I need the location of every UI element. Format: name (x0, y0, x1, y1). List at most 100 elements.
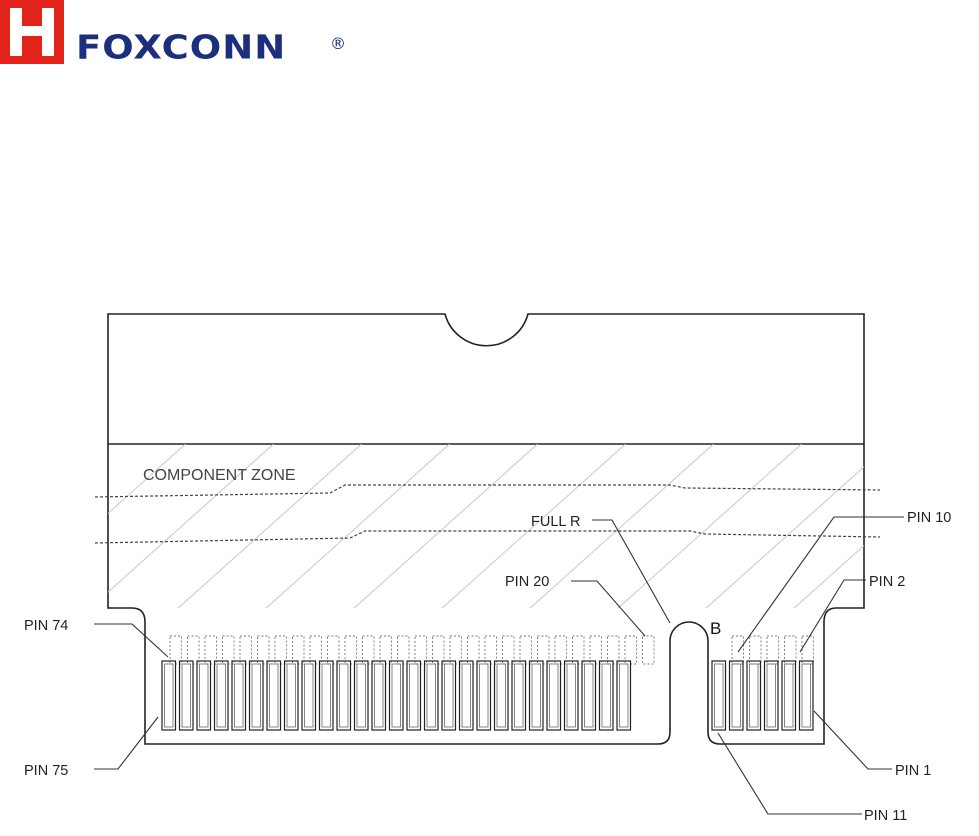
bottom-contact-inner (340, 664, 349, 727)
bottom-contact-inner (427, 664, 436, 727)
bottom-contact-inner (462, 664, 471, 727)
brand-name: FOXCONN (76, 28, 286, 67)
top-contact-pad (450, 636, 462, 664)
top-contact-pad (223, 636, 235, 664)
top-contact-pad (293, 636, 305, 664)
bottom-contact-pad (800, 661, 814, 730)
bottom-contact-inner (270, 664, 279, 727)
top-contact-pad (555, 636, 567, 664)
top-contact-pad (732, 636, 744, 664)
bottom-contact-pad (765, 661, 779, 730)
callout-pin-75: PIN 75 (24, 763, 68, 779)
top-contact-pad (520, 636, 532, 664)
bottom-contact-inner (445, 664, 454, 727)
bottom-contact-pad (355, 661, 369, 730)
bottom-contact-pad (477, 661, 491, 730)
top-contact-pad (240, 636, 252, 664)
top-contact-pad (750, 636, 762, 664)
bottom-contact-inner (322, 664, 331, 727)
hatch-line (88, 440, 278, 610)
bottom-contact-inner (200, 664, 209, 727)
callout-pin-2: PIN 2 (869, 574, 905, 590)
bottom-contact-pad (250, 661, 264, 730)
top-contact-pad (643, 636, 655, 664)
edge-contacts (162, 636, 814, 730)
hatch-line (176, 440, 366, 610)
bottom-contact-pad (530, 661, 544, 730)
bottom-contact-inner (392, 664, 401, 727)
bottom-contact-pad (617, 661, 631, 730)
top-contact-pad (310, 636, 322, 664)
bottom-contact-pad (600, 661, 614, 730)
bottom-contact-inner (287, 664, 296, 727)
bottom-contact-inner (252, 664, 261, 727)
callout-pin-10: PIN 10 (907, 510, 951, 526)
bottom-contact-pad (747, 661, 761, 730)
top-contact-pad (170, 636, 182, 664)
callout-pin-11: PIN 11 (864, 808, 907, 824)
bottom-contact-inner (785, 664, 794, 727)
bottom-contact-pad (495, 661, 509, 730)
bottom-contact-inner (802, 664, 811, 727)
bottom-contact-inner (715, 664, 724, 727)
hatch-line (0, 440, 190, 610)
top-contact-pad (275, 636, 287, 664)
bottom-contact-pad (442, 661, 456, 730)
bottom-contact-pad (730, 661, 744, 730)
registered-mark: ® (330, 34, 346, 53)
foxconn-logo: FOXCONN ® (0, 0, 360, 72)
bottom-contact-pad (547, 661, 561, 730)
callout-pin-1: PIN 1 (895, 763, 931, 779)
top-contact-pad (380, 636, 392, 664)
top-contact-pad (398, 636, 410, 664)
top-contact-pad (608, 636, 620, 664)
bottom-contact-inner (585, 664, 594, 727)
bottom-contact-pad (565, 661, 579, 730)
callout-pin-20: PIN 20 (505, 574, 549, 590)
component-zone-hatch (0, 440, 979, 610)
component-zone-label: COMPONENT ZONE (143, 467, 296, 484)
hatch-line (616, 440, 806, 610)
top-contact-pad (785, 636, 797, 664)
bottom-contact-inner (165, 664, 174, 727)
bottom-contact-pad (302, 661, 316, 730)
bottom-contact-inner (750, 664, 759, 727)
top-contact-pad (767, 636, 779, 664)
bottom-contact-pad (512, 661, 526, 730)
top-contact-pad (485, 636, 497, 664)
bottom-contact-pad (337, 661, 351, 730)
bottom-contact-inner (357, 664, 366, 727)
callout-pin-74: PIN 74 (24, 618, 68, 634)
top-contact-pad (590, 636, 602, 664)
bottom-contact-inner (235, 664, 244, 727)
top-contact-pad (363, 636, 375, 664)
bottom-contact-pad (215, 661, 229, 730)
top-contact-pad (188, 636, 200, 664)
bottom-contact-inner (620, 664, 629, 727)
bottom-contact-inner (602, 664, 611, 727)
bottom-contact-inner (567, 664, 576, 727)
break-lines (95, 485, 880, 543)
top-contact-pad (625, 636, 637, 664)
key-letter: B (710, 619, 721, 638)
bottom-contact-pad (197, 661, 211, 730)
top-contact-pad (415, 636, 427, 664)
bottom-contact-pad (712, 661, 726, 730)
bottom-contact-pad (425, 661, 439, 730)
top-contact-pad (503, 636, 515, 664)
bottom-contact-inner (182, 664, 191, 727)
bottom-contact-pad (232, 661, 246, 730)
top-contact-pad (433, 636, 445, 664)
bottom-contact-pad (782, 661, 796, 730)
top-contact-pad (328, 636, 340, 664)
bottom-contact-inner (410, 664, 419, 727)
bottom-contact-inner (217, 664, 226, 727)
bottom-contact-inner (497, 664, 506, 727)
bottom-contact-pad (162, 661, 176, 730)
bottom-contact-pad (180, 661, 194, 730)
bottom-contact-inner (515, 664, 524, 727)
callout-full-r: FULL R (531, 514, 580, 530)
hatch-line (968, 440, 979, 610)
top-contact-pad (538, 636, 550, 664)
